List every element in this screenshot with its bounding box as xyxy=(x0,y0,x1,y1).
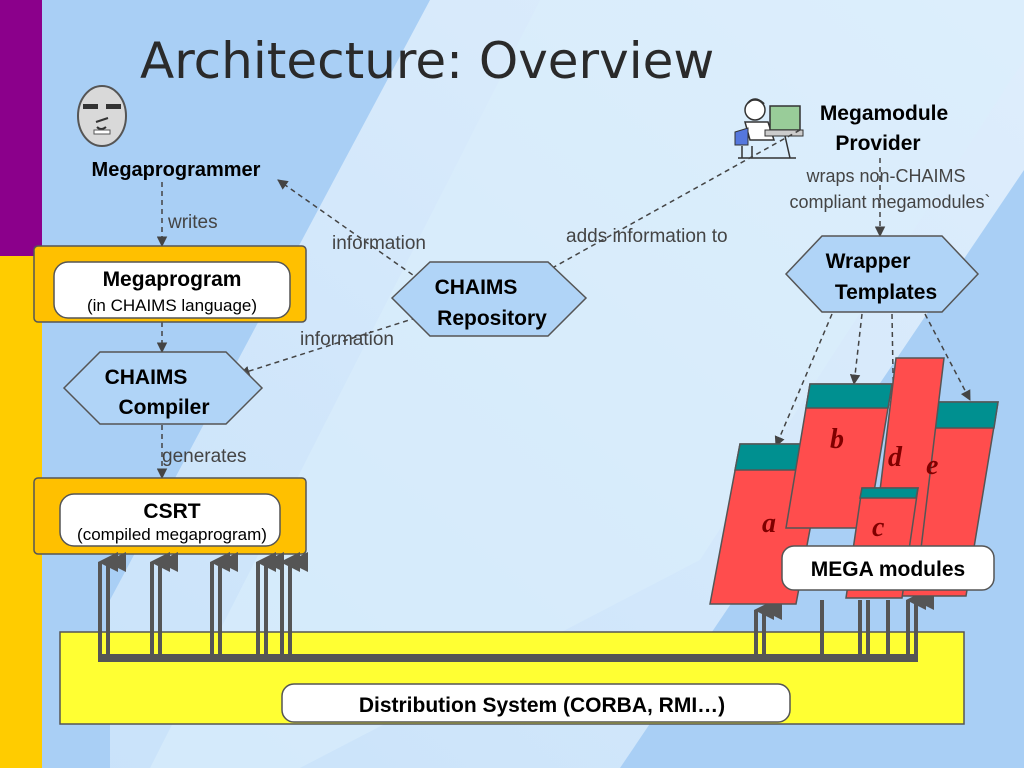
csrt-subtitle: (compiled megaprogram) xyxy=(77,525,267,544)
module-letter-a: a xyxy=(762,508,776,539)
compiler-hexagon xyxy=(62,351,264,425)
edge-label-generates: generates xyxy=(162,446,247,467)
module-letter-c: c xyxy=(872,512,885,543)
mega-modules-label: MEGA modules xyxy=(811,558,965,581)
distribution-bus xyxy=(98,654,918,662)
wrapper-templates-line2: Templates xyxy=(835,281,937,304)
wrapper-templates-line1: Wrapper xyxy=(826,250,911,273)
arrow-provider-to-repository xyxy=(544,129,801,273)
computer-user-icon xyxy=(734,98,804,159)
repository-line1: CHAIMS xyxy=(435,276,518,299)
edge-label-adds-information: adds information to xyxy=(566,226,728,247)
bus-connectors xyxy=(98,552,934,658)
megaprogram-title: Megaprogram xyxy=(103,268,242,291)
megamodule-provider-line2: Provider xyxy=(835,132,920,155)
distribution-label: Distribution System (CORBA, RMI…) xyxy=(359,694,725,717)
page-title: Architecture: Overview xyxy=(140,32,714,90)
edge-label-writes: writes xyxy=(167,212,218,233)
arrow-wrapper-to-b xyxy=(849,313,863,386)
module-letter-e: e xyxy=(926,450,938,481)
edge-label-information-top: information xyxy=(332,233,426,254)
repository-line2: Repository xyxy=(437,307,547,330)
csrt-inner-box xyxy=(59,493,281,547)
wrapper-templates-hexagon xyxy=(784,235,980,313)
module-letter-b: b xyxy=(830,424,844,455)
wraps-note-line1: wraps non-CHAIMS xyxy=(805,166,965,186)
arrow-wrapper-to-e xyxy=(924,313,971,401)
compiler-line2: Compiler xyxy=(118,396,209,419)
megaprogram-inner-box xyxy=(53,261,291,319)
edge-label-information-bottom: information xyxy=(300,329,394,350)
distribution-label-box xyxy=(281,683,791,723)
repository-hexagon xyxy=(390,261,588,337)
module-letter-d: d xyxy=(888,442,903,473)
compiler-line1: CHAIMS xyxy=(105,366,188,389)
arrow-wrapper-to-a xyxy=(774,313,833,447)
wraps-note-line2: compliant megamodules` xyxy=(789,192,990,212)
background-lighter-band xyxy=(150,0,1024,768)
left-accent-bar-purple xyxy=(0,0,42,256)
megaprogrammer-label: Megaprogrammer xyxy=(92,159,261,181)
mega-modules-label-box xyxy=(781,545,995,591)
arrow-repository-to-megaprogrammer xyxy=(277,179,421,281)
face-icon xyxy=(77,85,127,147)
csrt-title: CSRT xyxy=(143,500,200,523)
megamodule-provider-line1: Megamodule xyxy=(820,102,948,125)
megaprogram-subtitle: (in CHAIMS language) xyxy=(87,296,257,315)
